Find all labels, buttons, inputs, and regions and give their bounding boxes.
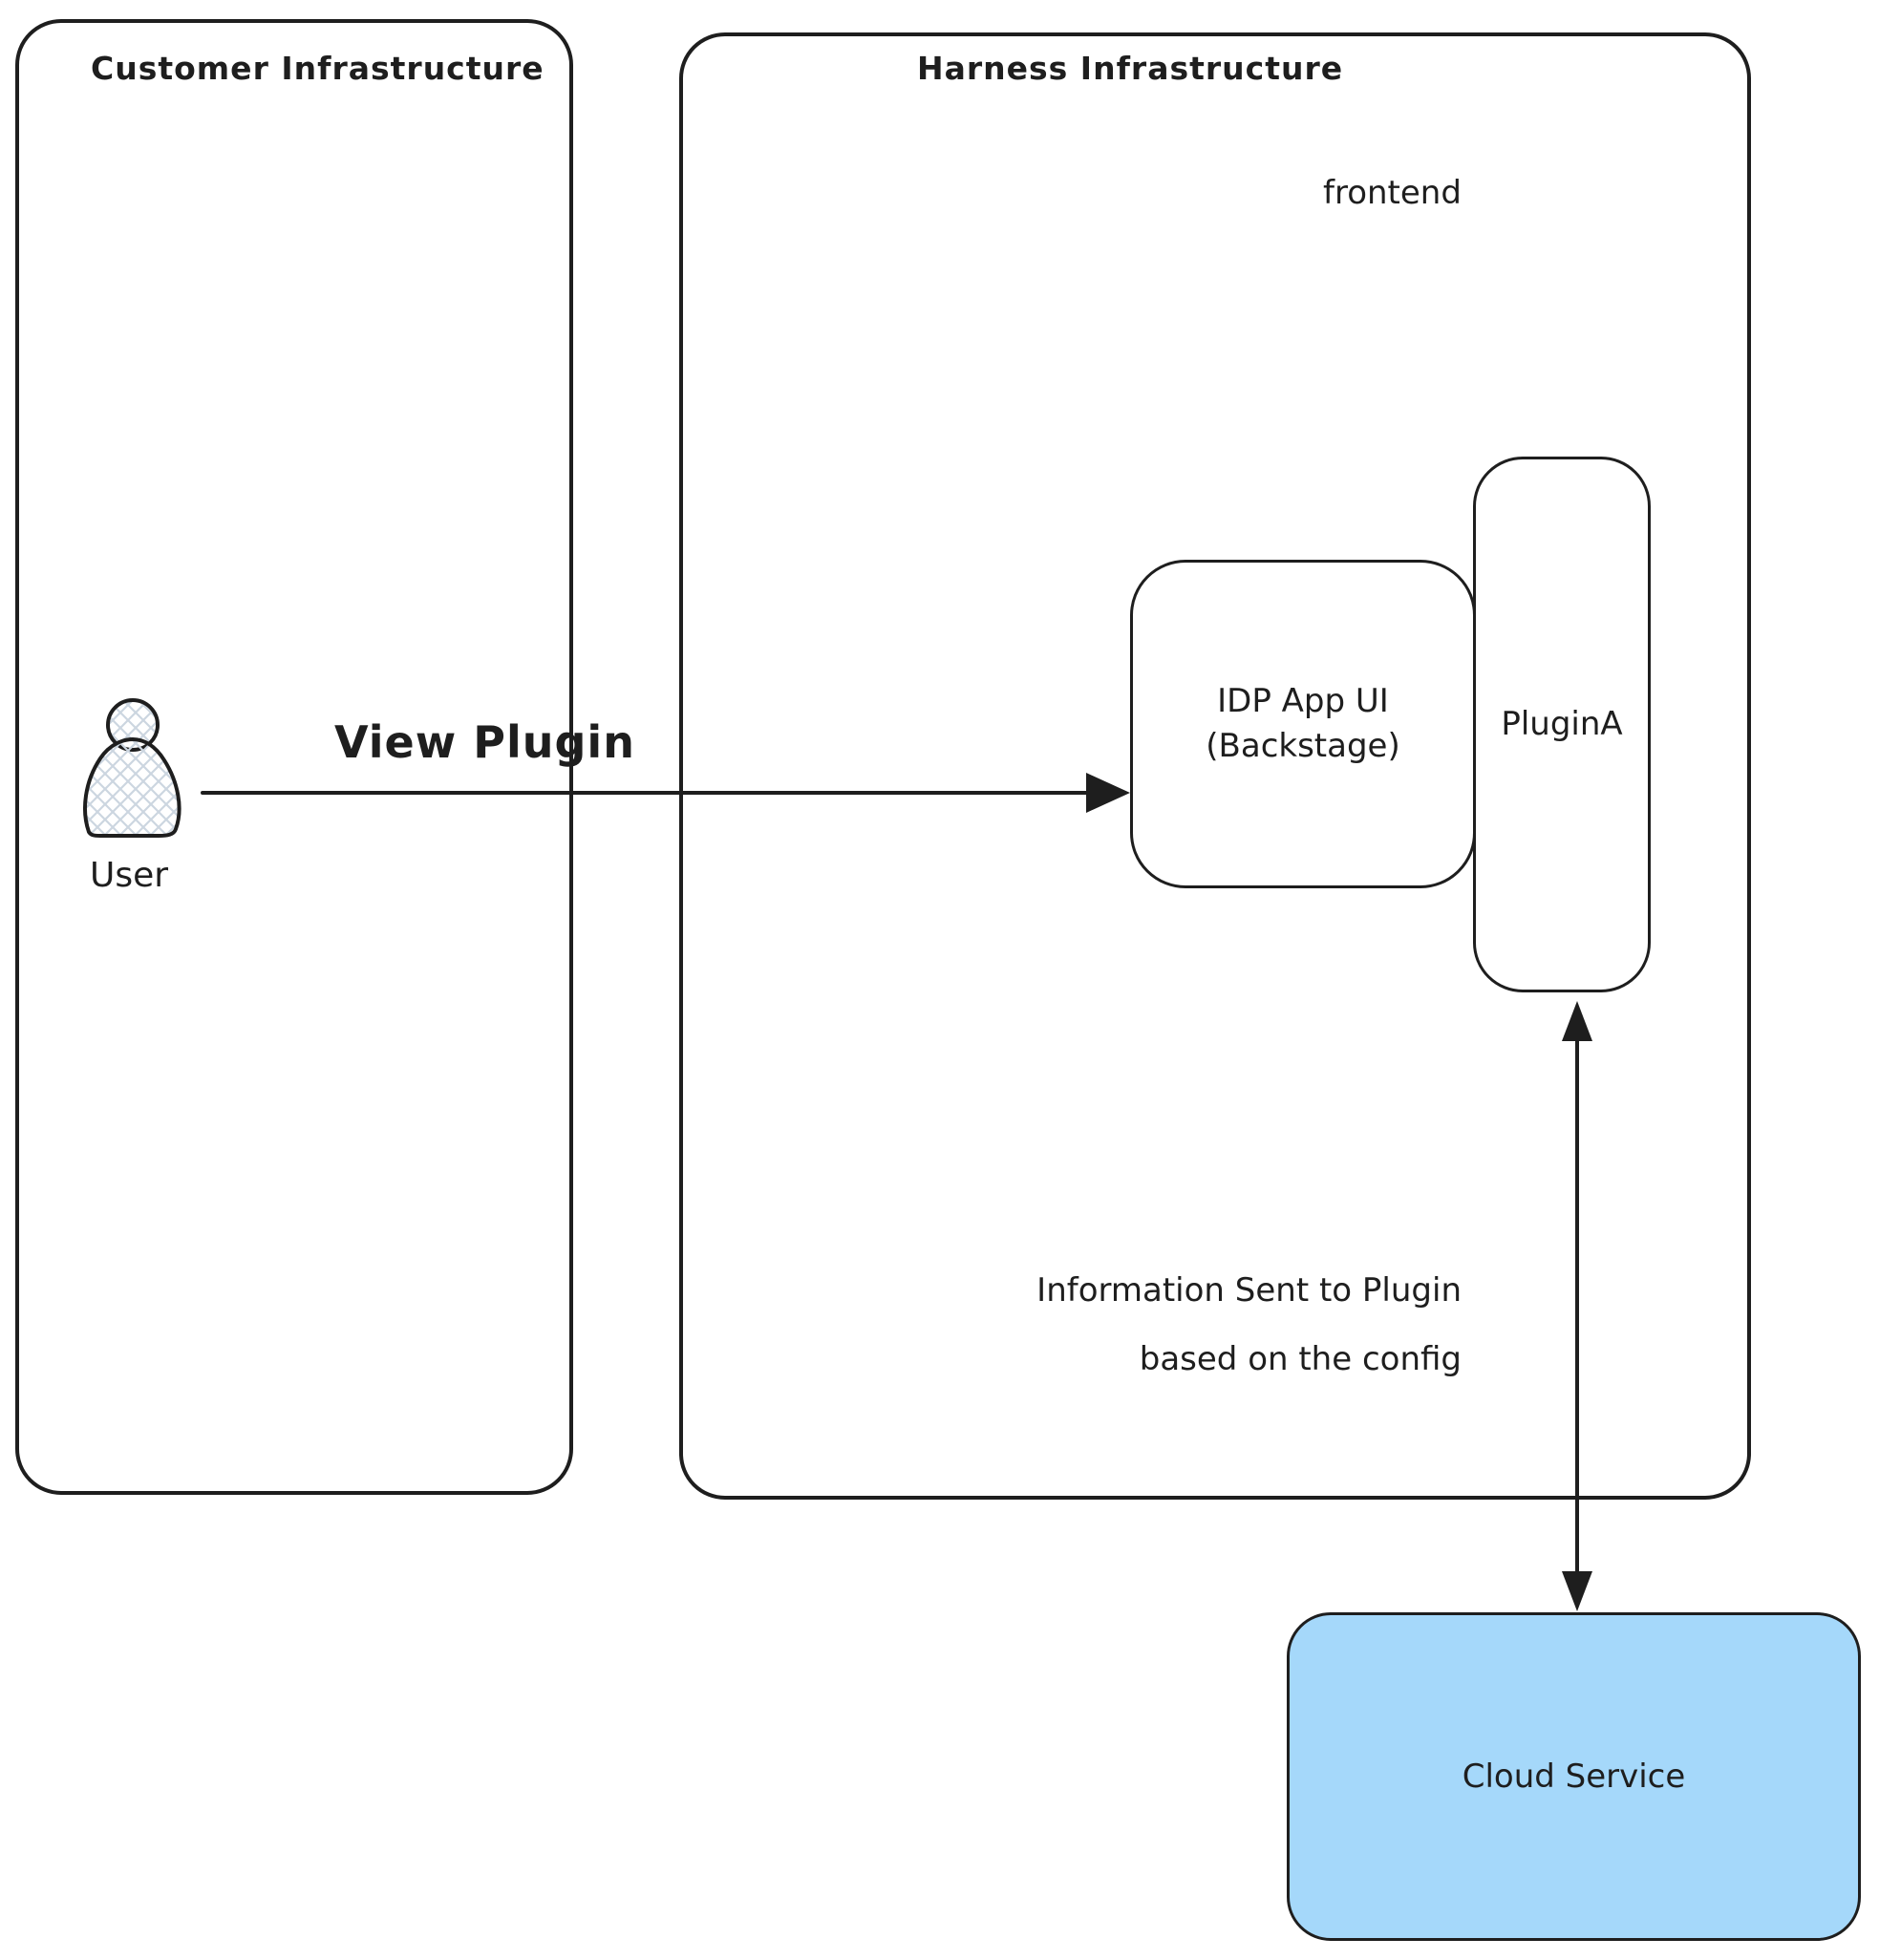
user-label: User: [90, 856, 169, 895]
customer-infrastructure-title: Customer Infrastructure: [91, 50, 544, 87]
user-body: [83, 737, 181, 838]
info-sent-label: Information Sent to Plugin based on the …: [1036, 1271, 1462, 1378]
plugin-a-node: PluginA: [1473, 457, 1651, 992]
plugin-cloud-arrowhead-bottom: [1562, 1571, 1592, 1611]
idp-app-ui-label: IDP App UI (Backstage): [1206, 682, 1400, 765]
view-plugin-arrowhead: [1086, 773, 1130, 813]
view-plugin-arrow-line: [201, 791, 1091, 795]
user-icon: [83, 698, 181, 838]
view-plugin-label: View Plugin: [334, 716, 635, 768]
plugin-cloud-arrow-line: [1575, 1030, 1579, 1576]
customer-infrastructure-box: [15, 19, 573, 1495]
harness-infrastructure-box: [679, 32, 1751, 1500]
cloud-service-label: Cloud Service: [1462, 1757, 1686, 1796]
cloud-service-node: Cloud Service: [1287, 1612, 1861, 1941]
harness-infrastructure-title: Harness Infrastructure: [917, 50, 1344, 87]
plugin-cloud-arrowhead-top: [1562, 1001, 1592, 1041]
plugin-a-label: PluginA: [1501, 705, 1623, 743]
idp-app-ui-node: IDP App UI (Backstage): [1130, 560, 1476, 888]
frontend-label: frontend: [1323, 174, 1462, 212]
